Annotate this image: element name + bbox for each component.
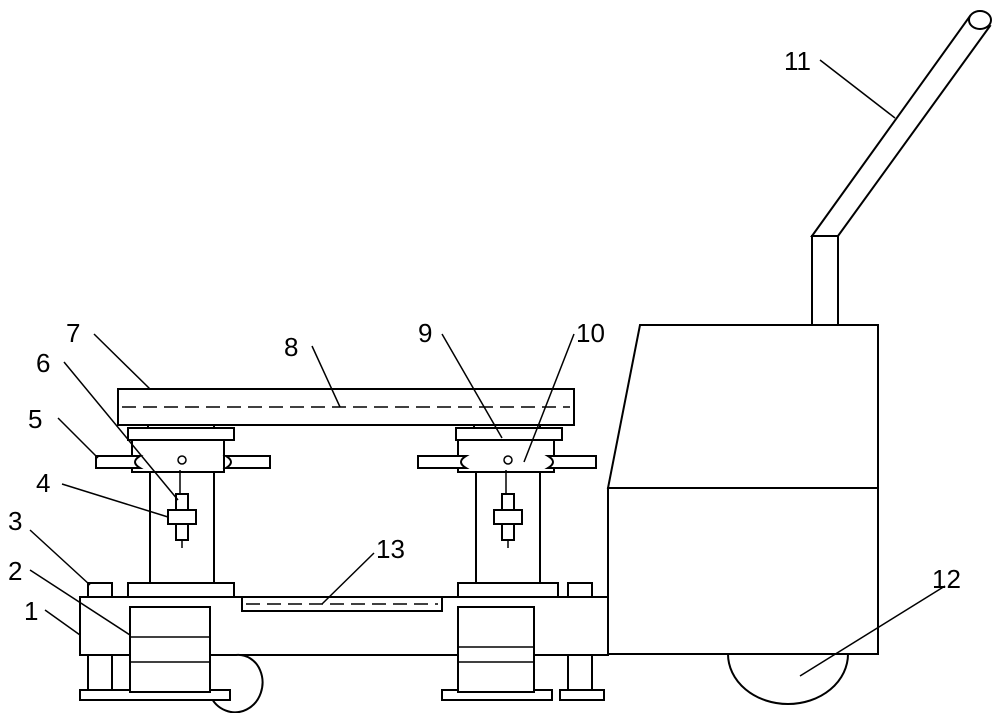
front-wheel	[209, 653, 264, 713]
label-9: 9	[418, 318, 432, 348]
handle	[810, 10, 992, 327]
label-8: 8	[284, 332, 298, 362]
top-platform	[117, 388, 575, 426]
lift-block-left	[129, 606, 211, 693]
callout-labels: 1 2 3 4 5 6 7 8 9 10 11 12 13	[8, 46, 961, 626]
label-2: 2	[8, 556, 22, 586]
column-right	[417, 423, 597, 584]
label-5: 5	[28, 404, 42, 434]
label-13: 13	[376, 534, 405, 564]
label-3: 3	[8, 506, 22, 536]
label-12: 12	[932, 564, 961, 594]
label-1: 1	[24, 596, 38, 626]
label-10: 10	[576, 318, 605, 348]
label-4: 4	[36, 468, 50, 498]
control-cabinet	[606, 324, 879, 655]
label-6: 6	[36, 348, 50, 378]
label-7: 7	[66, 318, 80, 348]
lift-block-right	[457, 606, 535, 693]
leader-lines	[29, 59, 946, 677]
rear-wheel	[726, 653, 850, 705]
pads	[87, 582, 593, 598]
column-left	[95, 423, 271, 584]
label-11: 11	[784, 46, 811, 76]
